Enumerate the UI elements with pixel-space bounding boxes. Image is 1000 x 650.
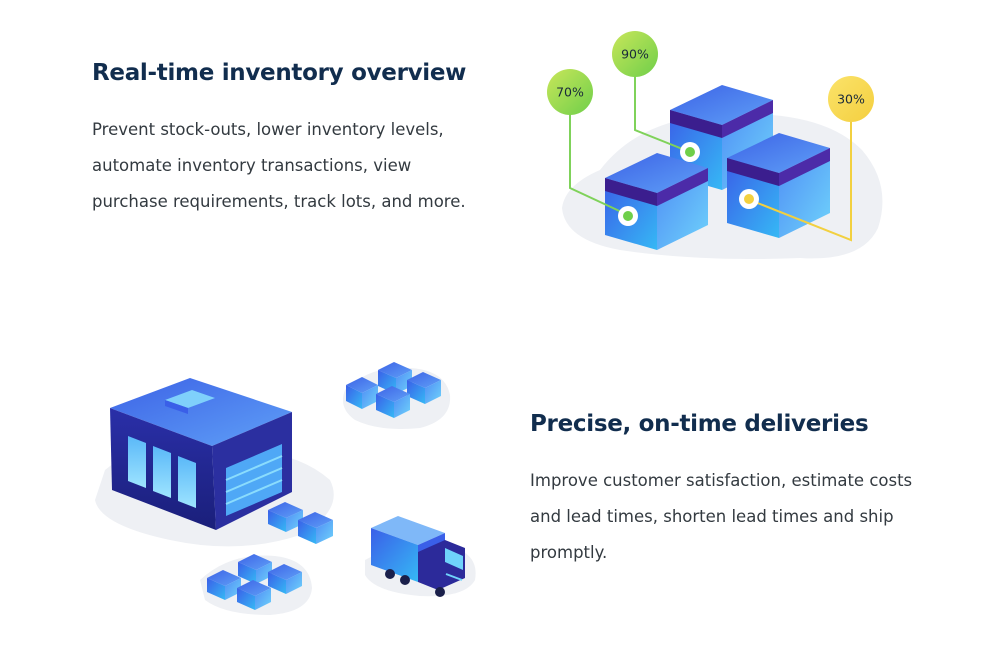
delivery-section-description: Improve customer satisfaction, estimate … [530,471,913,562]
connector-line-70 [569,110,629,216]
box-cluster-top [346,362,441,418]
box-cluster-middle [268,502,333,544]
delivery-section-title: Precise, on-time deliveries [530,411,869,437]
level-badge-90: 90% [612,31,658,77]
delivery-illustration [95,362,476,615]
svg-text:90%: 90% [621,47,649,62]
svg-text:70%: 70% [556,85,584,100]
inventory-section-title: Real-time inventory overview [92,60,467,86]
inventory-box-front-left [605,153,708,250]
warehouse-window [178,456,196,508]
inventory-box-right [727,133,830,238]
warehouse-window [128,436,146,488]
inventory-illustration: 70% 90% 30% [547,31,883,259]
box-cluster-bottom [207,554,302,610]
level-badge-30: 30% [828,76,874,122]
connector-line-90 [634,72,691,153]
connector-line-30 [749,118,852,242]
inventory-section-description: Prevent stock-outs, lower inventory leve… [92,120,466,211]
level-badge-70: 70% [547,69,593,115]
warehouse-window [153,446,171,498]
warehouse [110,378,292,530]
delivery-truck [371,516,465,597]
svg-text:30%: 30% [837,92,865,107]
